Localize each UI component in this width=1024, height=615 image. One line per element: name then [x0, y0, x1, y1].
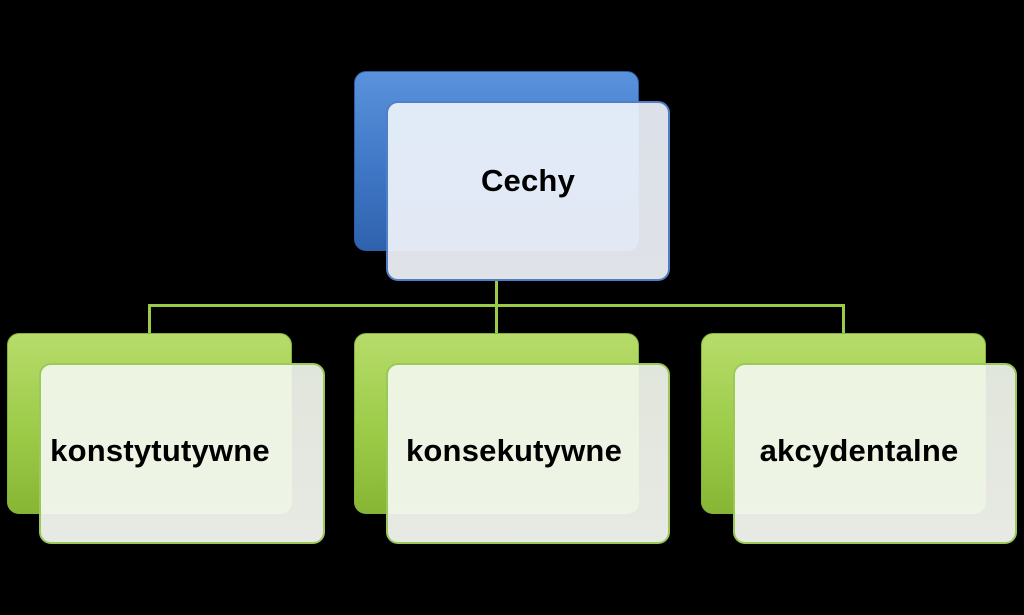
child-node-3-label: akcydentalne	[759, 432, 959, 468]
connector-child-2	[495, 304, 498, 334]
child-node-2-label: konsekutywne	[405, 432, 623, 468]
root-node-label: Cechy	[480, 163, 576, 198]
connector-root-down	[495, 280, 498, 306]
child-node-2: konsekutywne	[386, 363, 670, 544]
child-node-3: akcydentalne	[733, 363, 1017, 544]
root-node: Cechy	[386, 101, 670, 281]
child-node-1-label: konstytutywne	[50, 432, 270, 468]
connector-child-3	[842, 304, 845, 334]
connector-child-1	[148, 304, 151, 334]
child-node-1: konstytutywne	[39, 363, 325, 544]
